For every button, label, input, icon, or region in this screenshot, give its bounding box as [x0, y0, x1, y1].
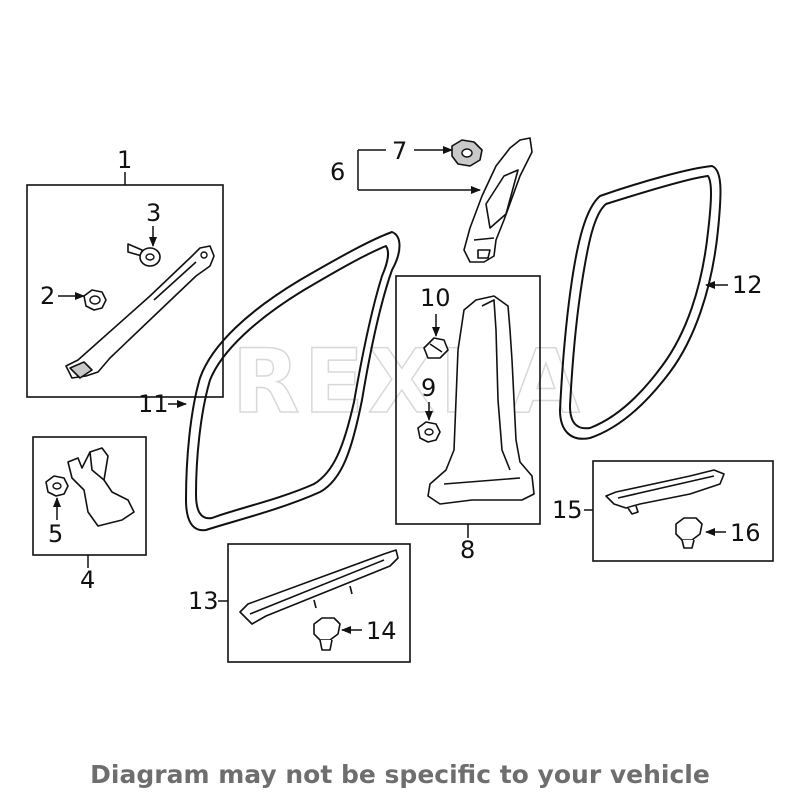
- callout-16: 16: [730, 519, 761, 547]
- upper-b-pillar-trim: [463, 137, 533, 263]
- bolt-2: [83, 289, 107, 311]
- callout-7: 7: [392, 137, 407, 165]
- callout-14: 14: [366, 617, 397, 645]
- bolt-9: [417, 421, 441, 443]
- front-door-weatherstrip: [185, 231, 401, 532]
- clip-14: [313, 617, 341, 651]
- callout-1: 1: [117, 146, 132, 174]
- group-box-15: [592, 460, 774, 562]
- group-box-4: [32, 436, 147, 556]
- watermark-text: REXKA: [232, 330, 584, 433]
- callout-5: 5: [48, 520, 63, 548]
- callout-9: 9: [421, 374, 436, 402]
- clip-10: [423, 337, 449, 359]
- callout-8: 8: [460, 536, 475, 564]
- callout-6: 6: [330, 158, 345, 186]
- clip-3: [127, 243, 161, 267]
- callout-15: 15: [552, 496, 583, 524]
- callout-11: 11: [138, 390, 169, 418]
- bolt-7: [451, 139, 483, 167]
- group-box-1: [26, 184, 224, 398]
- disclaimer-footer: Diagram may not be specific to your vehi…: [90, 760, 710, 789]
- callout-13: 13: [188, 587, 219, 615]
- callout-12: 12: [732, 271, 763, 299]
- callout-4: 4: [80, 566, 95, 594]
- callout-3: 3: [146, 199, 161, 227]
- lower-bracket: [67, 447, 135, 527]
- front-sill-plate: [239, 549, 399, 625]
- a-pillar-trim: [65, 245, 215, 379]
- callout-10: 10: [420, 284, 451, 312]
- rear-door-weatherstrip: [559, 165, 722, 440]
- lower-b-pillar-trim: [427, 295, 535, 505]
- callout-2: 2: [40, 282, 55, 310]
- rear-sill-plate: [605, 469, 725, 515]
- bolt-5: [45, 475, 69, 497]
- clip-16: [675, 517, 703, 549]
- group-box-13: [227, 543, 411, 663]
